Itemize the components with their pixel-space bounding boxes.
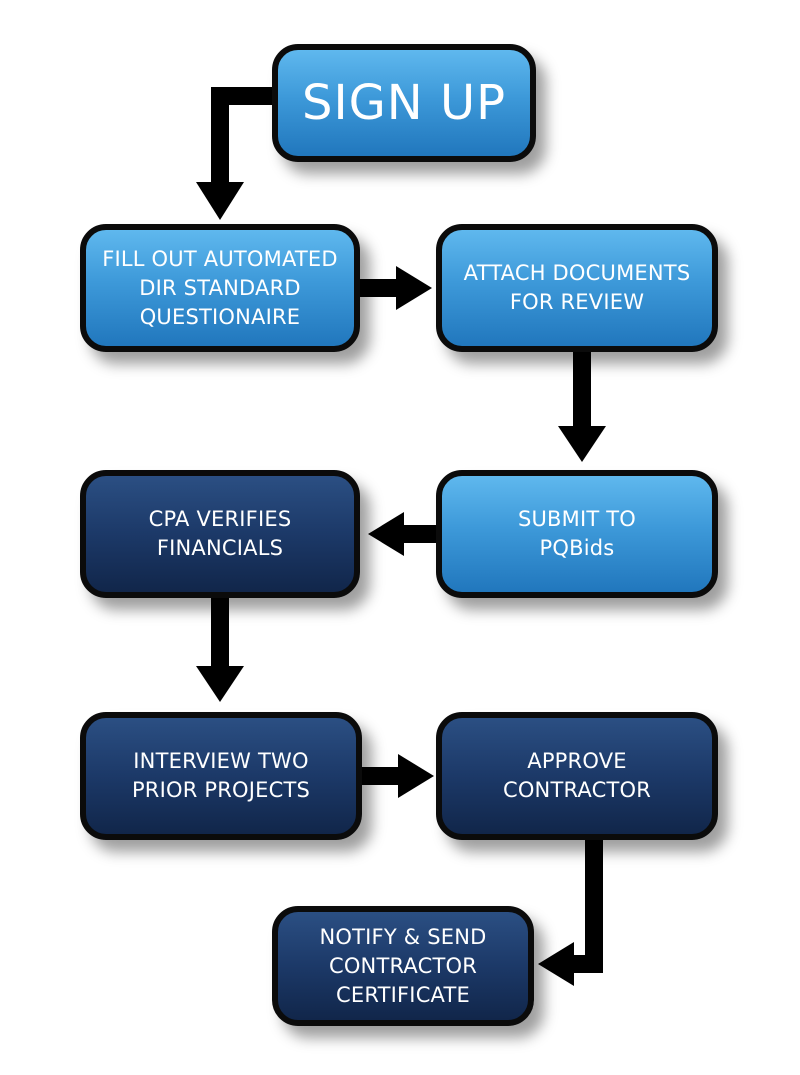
node-fill-out-line-2: DIR STANDARD bbox=[139, 275, 301, 300]
node-submit-to-pqbids: SUBMIT TO PQBids bbox=[436, 470, 718, 598]
arrowhead-approve-to-notify bbox=[538, 942, 574, 986]
node-interview-line-2: PRIOR PROJECTS bbox=[131, 778, 311, 802]
node-fill-out-line-3: QUESTIONAIRE bbox=[139, 304, 301, 329]
arrowhead-fill-out-to-attach bbox=[396, 266, 432, 310]
node-cpa-verifies-financials: CPA VERIFIES FINANCIALS bbox=[80, 470, 360, 598]
node-attach-documents: ATTACH DOCUMENTS FOR REVIEW bbox=[436, 224, 718, 352]
node-notify-line-3: CERTIFICATE bbox=[336, 982, 470, 1007]
node-notify-line-1: NOTIFY & SEND bbox=[319, 924, 487, 949]
node-cpa-line-1: CPA VERIFIES bbox=[148, 507, 292, 531]
node-submit-line-2: PQBids bbox=[539, 536, 615, 560]
arrowhead-submit-to-cpa bbox=[368, 512, 404, 556]
node-notify-send-certificate: NOTIFY & SEND CONTRACTOR CERTIFICATE bbox=[272, 906, 534, 1026]
node-submit-line-1: SUBMIT TO bbox=[517, 507, 637, 531]
node-sign-up-text: SIGN UP bbox=[301, 75, 507, 131]
node-approve-line-2: CONTRACTOR bbox=[502, 778, 652, 802]
node-sign-up: SIGN UP bbox=[272, 44, 536, 162]
node-notify-line-2: CONTRACTOR bbox=[328, 953, 478, 978]
arrowhead-cpa-to-interview bbox=[196, 666, 244, 702]
node-approve-line-1: APPROVE bbox=[527, 749, 627, 773]
arrow-approve-to-notify bbox=[572, 836, 603, 973]
node-interview-line-1: INTERVIEW TWO bbox=[133, 749, 309, 773]
node-cpa-line-2: FINANCIALS bbox=[156, 536, 284, 560]
node-attach-line-1: ATTACH DOCUMENTS bbox=[463, 261, 691, 285]
arrowhead-attach-to-submit bbox=[558, 426, 606, 462]
node-interview-prior-projects: INTERVIEW TWO PRIOR PROJECTS bbox=[80, 712, 362, 840]
node-approve-contractor: APPROVE CONTRACTOR bbox=[436, 712, 718, 840]
node-fill-out-questionaire: FILL OUT AUTOMATED DIR STANDARD QUESTION… bbox=[80, 224, 360, 352]
arrowhead-signup-to-fill-out bbox=[196, 182, 244, 220]
arrowhead-interview-to-approve bbox=[398, 754, 434, 798]
arrow-signup-to-fill-out bbox=[211, 87, 278, 185]
node-attach-line-2: FOR REVIEW bbox=[509, 290, 645, 314]
node-fill-out-line-1: FILL OUT AUTOMATED bbox=[102, 246, 338, 271]
